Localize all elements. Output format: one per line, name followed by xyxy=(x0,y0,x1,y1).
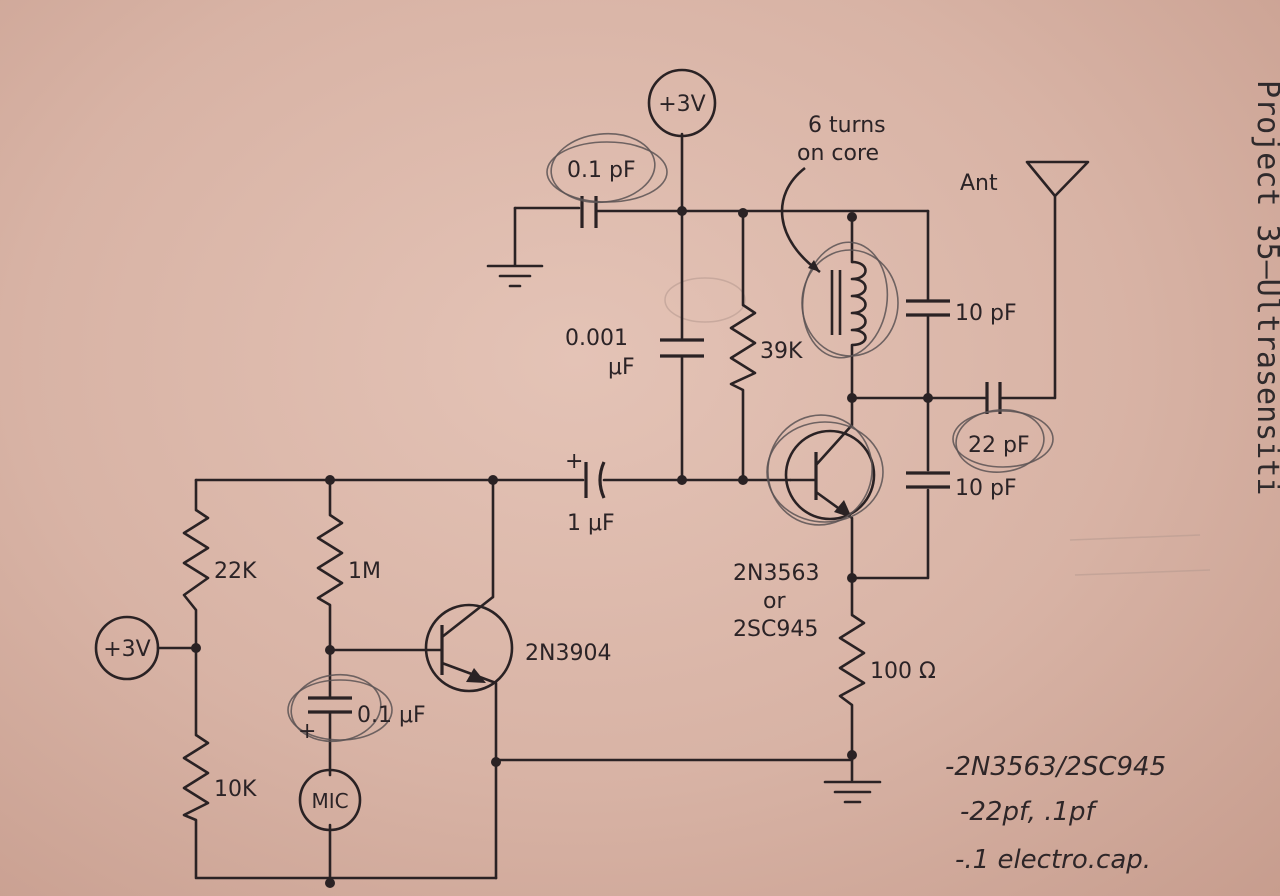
coil-note-line1: 6 turns xyxy=(808,113,886,138)
antenna-icon: Ant xyxy=(960,160,1090,198)
mic-label: MIC xyxy=(311,789,348,813)
cap-tank-label: 10 pF xyxy=(955,301,1017,326)
note-3: -.1 electro.cap. xyxy=(955,845,1151,875)
supply-left: +3V xyxy=(94,615,160,681)
page-bleed-through xyxy=(664,277,1211,576)
q1-label: 2N3904 xyxy=(525,641,611,666)
res-22k-label: 22K xyxy=(214,559,257,584)
side-text: Project 35—Ultrasensiti xyxy=(1250,80,1280,495)
coil-note-line2: on core xyxy=(797,141,879,166)
cap-feedback-label: 10 pF xyxy=(955,476,1017,501)
wires xyxy=(156,132,1057,880)
res-10k-label: 10K xyxy=(214,777,257,802)
cap-coupling-label: 1 μF xyxy=(567,511,615,536)
resistor-10k: 10K xyxy=(182,733,257,822)
ground-top xyxy=(486,264,544,288)
cap-mid-unit: μF xyxy=(608,355,635,380)
microphone: MIC xyxy=(298,768,362,832)
inductor-coil: 6 turns on core xyxy=(780,113,899,359)
note-2: -22pf, .1pf xyxy=(960,797,1099,827)
supply-top: +3V xyxy=(647,68,717,138)
plus-mic: + xyxy=(298,719,316,744)
resistor-100: 100 Ω xyxy=(838,613,936,707)
handwritten-notes: -2N3563/2SC945 -22pf, .1pf -.1 electro.c… xyxy=(945,752,1166,875)
capacitor-top: 0.1 pF xyxy=(546,132,668,228)
supply-left-label: +3V xyxy=(103,637,150,662)
note-1: -2N3563/2SC945 xyxy=(945,752,1166,782)
res-1m-label: 1M xyxy=(348,559,381,584)
res-39k-label: 39K xyxy=(760,339,803,364)
capacitor-coupling: + 1 μF xyxy=(565,449,615,536)
transistor-audio: 2N3904 xyxy=(424,595,611,693)
q2-line2: or xyxy=(763,589,786,614)
ground-bottom xyxy=(823,780,882,804)
capacitor-0001uf: 0.001 μF xyxy=(565,326,704,380)
resistor-39k: 39K xyxy=(729,303,803,392)
junction-dots xyxy=(191,206,933,888)
cap-antenna-label: 22 pF xyxy=(968,433,1030,458)
antenna-label: Ant xyxy=(960,171,998,196)
capacitor-tank: 10 pF xyxy=(906,299,1017,326)
q2-line1: 2N3563 xyxy=(733,561,819,586)
q2-line3: 2SC945 xyxy=(733,617,818,642)
resistor-22k: 22K xyxy=(182,508,257,611)
cap-mid-value: 0.001 xyxy=(565,326,628,351)
cap-top-label: 0.1 pF xyxy=(567,158,636,183)
capacitor-mic: + 0.1 μF xyxy=(287,673,426,744)
res-100-label: 100 Ω xyxy=(870,659,936,684)
capacitor-antenna: 22 pF xyxy=(952,382,1054,473)
plus-coupling: + xyxy=(565,449,583,474)
side-title: Project 35—Ultrasensiti xyxy=(1250,80,1280,495)
cap-mic-label: 0.1 μF xyxy=(357,703,426,728)
transistor-rf: 2N3563 or 2SC945 xyxy=(733,414,884,642)
supply-top-label: +3V xyxy=(658,92,705,117)
resistor-1m: 1M xyxy=(316,513,381,607)
capacitor-feedback: 10 pF xyxy=(906,471,1017,501)
